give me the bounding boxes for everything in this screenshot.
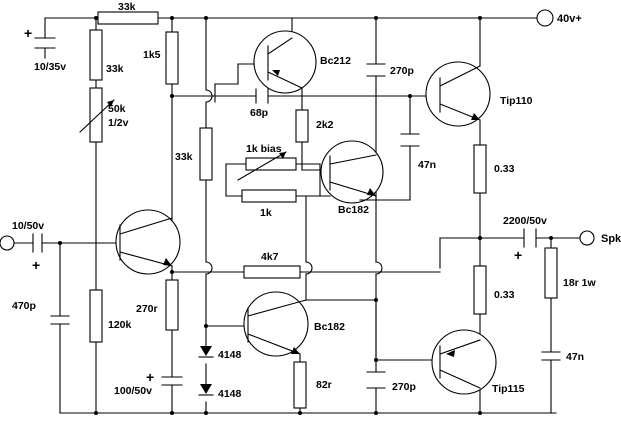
label-d-2: 4148	[218, 388, 242, 400]
label-d-1: 4148	[218, 349, 242, 361]
label-pot-50k: 50k	[108, 103, 126, 115]
label-q-tip115: Tip115	[492, 383, 525, 395]
terminals	[0, 9, 595, 251]
diode-4148-lower	[198, 384, 214, 396]
label-pot-bias: 1k bias	[246, 143, 282, 155]
transistor-bc212	[253, 30, 317, 94]
potentiometer-1k-bias	[245, 157, 297, 171]
label-r-120k: 120k	[108, 319, 132, 331]
label-r-4k7: 4k7	[261, 251, 279, 263]
resistor-1k5	[165, 31, 179, 85]
potentiometer-50k	[89, 87, 103, 143]
label-r-1k5: 1k5	[143, 49, 161, 61]
label-speaker: Spk	[601, 233, 621, 245]
label-r-top: 33k	[118, 1, 136, 13]
diode-4148-upper	[198, 346, 214, 358]
label-plus-cap-supply: +	[24, 25, 32, 41]
capacitors	[32, 37, 561, 389]
cap-470p	[50, 315, 70, 325]
label-q-bc182-bot: Bc182	[314, 321, 345, 333]
label-plus-cap-out: +	[514, 247, 522, 263]
transistor-tip115	[431, 329, 497, 395]
label-r-033-bot: 0.33	[494, 289, 515, 301]
label-r-270r: 270r	[136, 303, 158, 315]
pot-arrows	[79, 99, 287, 181]
resistor-82r	[293, 361, 307, 409]
terminal-supply	[536, 9, 554, 27]
label-c-47n-bot: 47n	[566, 351, 584, 363]
label-cap-in: 10/50v	[12, 220, 44, 232]
label-plus-cap-in: +	[32, 257, 40, 273]
label-c-270p-bot: 270p	[392, 381, 416, 393]
label-r-033-top: 0.33	[494, 163, 515, 175]
label-c-68p: 68p	[250, 107, 268, 119]
resistor-18r	[544, 247, 558, 299]
label-r-82r: 82r	[316, 379, 332, 391]
label-r-33k-mid: 33k	[175, 151, 193, 163]
cap-100-50v	[161, 376, 183, 386]
diodes	[198, 346, 214, 396]
resistor-0-33-bot	[473, 265, 487, 315]
transistor-input	[115, 209, 181, 275]
cap-270p-top	[366, 63, 386, 77]
transistor-tip110	[425, 61, 491, 127]
resistor-270r	[165, 279, 179, 331]
terminal-speaker	[579, 230, 595, 246]
label-q-bc182-top: Bc182	[338, 204, 369, 216]
cap-68p	[255, 88, 269, 104]
transistor-bc182-lower	[243, 291, 309, 357]
terminal-input	[0, 235, 15, 251]
resistor-1k	[241, 189, 297, 203]
junctions	[58, 16, 553, 415]
resistor-120k	[89, 289, 103, 343]
cap-10-50v-in	[32, 233, 43, 253]
label-c-270p-top: 270p	[390, 65, 414, 77]
resistor-33k-divider	[89, 29, 103, 81]
label-c-470p: 470p	[12, 300, 36, 312]
cap-47n-bot	[541, 351, 561, 361]
cap-270p-bot	[366, 371, 386, 389]
label-r-18r: 18r 1w	[563, 277, 597, 289]
cap-2200-50v	[523, 228, 537, 248]
resistor-0-33-top	[473, 144, 487, 194]
label-r-2k2: 2k2	[316, 119, 334, 131]
label-r-div-top: 33k	[106, 63, 124, 75]
resistor-4k7	[243, 265, 301, 279]
label-pot-rating: 1/2v	[108, 117, 129, 129]
resistors	[89, 11, 558, 409]
label-c-47n-mid: 47n	[418, 159, 436, 171]
cap-10-35v	[34, 37, 56, 49]
resistor-2k2	[295, 109, 309, 143]
cap-47n-mid	[400, 133, 420, 147]
resistor-33k-mid	[199, 127, 213, 181]
label-cap-out: 2200/50v	[503, 215, 547, 227]
transistor-bc182-upper	[320, 140, 384, 204]
label-r-1k: 1k	[260, 207, 272, 219]
label-cap-bottom: 100/50v	[114, 385, 152, 397]
label-supply: 40v+	[557, 13, 582, 25]
resistor-33k-top	[97, 11, 159, 25]
component-labels: 33k 40v+ + 10/35v 33k 1k5 Bc212 270p Tip…	[12, 1, 621, 400]
label-cap-supply: 10/35v	[34, 61, 66, 73]
label-q-tip110: Tip110	[500, 95, 533, 107]
label-q-bc212: Bc212	[320, 55, 351, 67]
label-plus-cap-bottom: +	[146, 369, 154, 385]
transistors	[115, 30, 497, 395]
